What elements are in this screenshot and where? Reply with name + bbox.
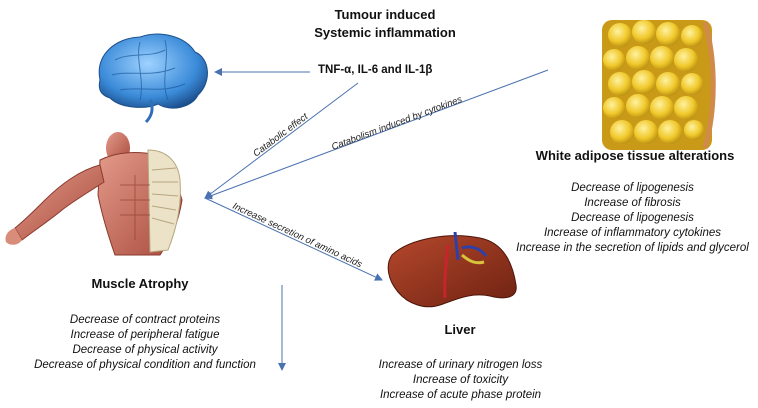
arrow-label-amino-acids: Increase secretion of amino acids (231, 201, 364, 271)
adipose-illustration (602, 20, 716, 150)
list-item: Increase of fibrosis (584, 197, 681, 209)
arrow-cytokines-to-muscle (204, 82, 359, 199)
liver-heading: Liver (444, 322, 476, 337)
arrow-label-catabolic: Catabolic effect (251, 111, 310, 159)
list-item: Increase of acute phase protein (379, 389, 542, 401)
list-item: Decrease of lipogenesis (571, 212, 694, 224)
arrow-label-catabolism-cytokines: Catabolism induced by cytokines (330, 94, 464, 153)
white-adipose-list: Decrease of lipogenesis Increase of fibr… (510, 181, 755, 256)
list-item: Increase of inflammatory cytokines (543, 227, 722, 239)
list-item: Decrease of physical condition and funct… (34, 359, 256, 371)
brain-illustration (98, 33, 208, 124)
title-line-1: Tumour induced (334, 7, 436, 22)
list-item: Decrease of lipogenesis (571, 182, 694, 194)
cytokines-label: TNF-α, IL-6 and IL-1β (318, 64, 433, 76)
list-item: Increase of toxicity (412, 374, 509, 386)
liver-illustration (387, 231, 517, 308)
muscle-illustration (5, 132, 183, 256)
list-item: Increase of peripheral fatigue (70, 329, 220, 341)
muscle-list: Decrease of contract proteins Increase o… (20, 313, 270, 373)
list-item: Increase in the secretion of lipids and … (516, 242, 749, 254)
white-adipose-heading: White adipose tissue alterations (535, 148, 735, 163)
list-item: Decrease of physical activity (72, 344, 218, 356)
arrow-muscle-to-liver (204, 197, 383, 281)
arrow-adipose-to-muscle (204, 69, 549, 200)
muscle-heading: Muscle Atrophy (91, 276, 189, 291)
list-item: Increase of urinary nitrogen loss (378, 359, 543, 371)
diagram-title: Tumour induced Systemic inflammation (285, 6, 485, 42)
list-item: Decrease of contract proteins (69, 314, 221, 326)
title-line-2: Systemic inflammation (314, 25, 456, 40)
liver-list: Increase of urinary nitrogen loss Increa… (368, 358, 553, 403)
fat-cells (603, 20, 704, 144)
